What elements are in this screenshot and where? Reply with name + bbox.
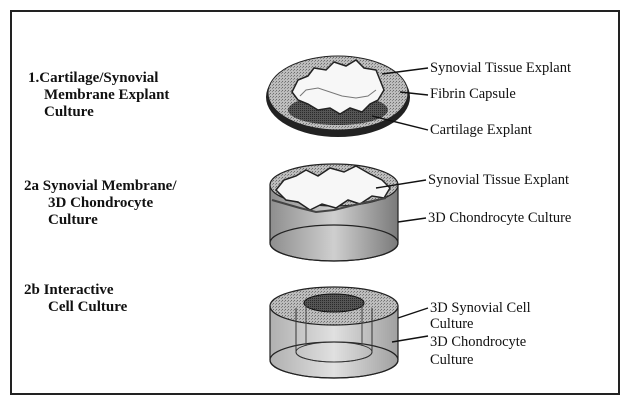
callout-s1-synovial-tissue: Synovial Tissue Explant	[430, 60, 571, 77]
callout-s2b-synovial-line-1: 3D Synovial Cell	[430, 300, 531, 317]
section-1-line-1: 1.Cartilage/Synovial	[28, 70, 169, 87]
callout-s2a-chondrocyte: 3D Chondrocyte Culture	[428, 210, 571, 227]
section-2b-label: 2b Interactive Cell Culture	[24, 282, 127, 316]
interactive-culture-illustration	[270, 287, 398, 378]
callout-s2b-chondrocyte-line-1: 3D Chondrocyte	[430, 334, 526, 351]
section-1-line-2: Membrane Explant	[28, 87, 169, 104]
callout-s2b-synovial-line-2: Culture	[430, 316, 474, 333]
explant-dish-illustration	[266, 56, 410, 137]
callout-s2b-chondrocyte-line-2: Culture	[430, 352, 474, 369]
section-2b-line-2: Cell Culture	[24, 299, 127, 316]
callout-s1-fibrin-capsule: Fibrin Capsule	[430, 86, 516, 103]
section-2a-line-3: Culture	[24, 212, 177, 229]
synovial-cell-disc	[304, 294, 364, 312]
section-2b-line-1: 2b Interactive	[24, 282, 127, 299]
callout-s1-cartilage-explant: Cartilage Explant	[430, 122, 532, 139]
section-1-line-3: Culture	[28, 104, 169, 121]
callout-s2a-synovial-tissue: Synovial Tissue Explant	[428, 172, 569, 189]
section-2a-line-2: 3D Chondrocyte	[24, 195, 177, 212]
section-2a-line-1: 2a Synovial Membrane/	[24, 178, 177, 195]
section-1-label: 1.Cartilage/Synovial Membrane Explant Cu…	[28, 70, 169, 121]
section-2a-label: 2a Synovial Membrane/ 3D Chondrocyte Cul…	[24, 178, 177, 229]
chondrocyte-cylinder-illustration	[270, 164, 398, 261]
